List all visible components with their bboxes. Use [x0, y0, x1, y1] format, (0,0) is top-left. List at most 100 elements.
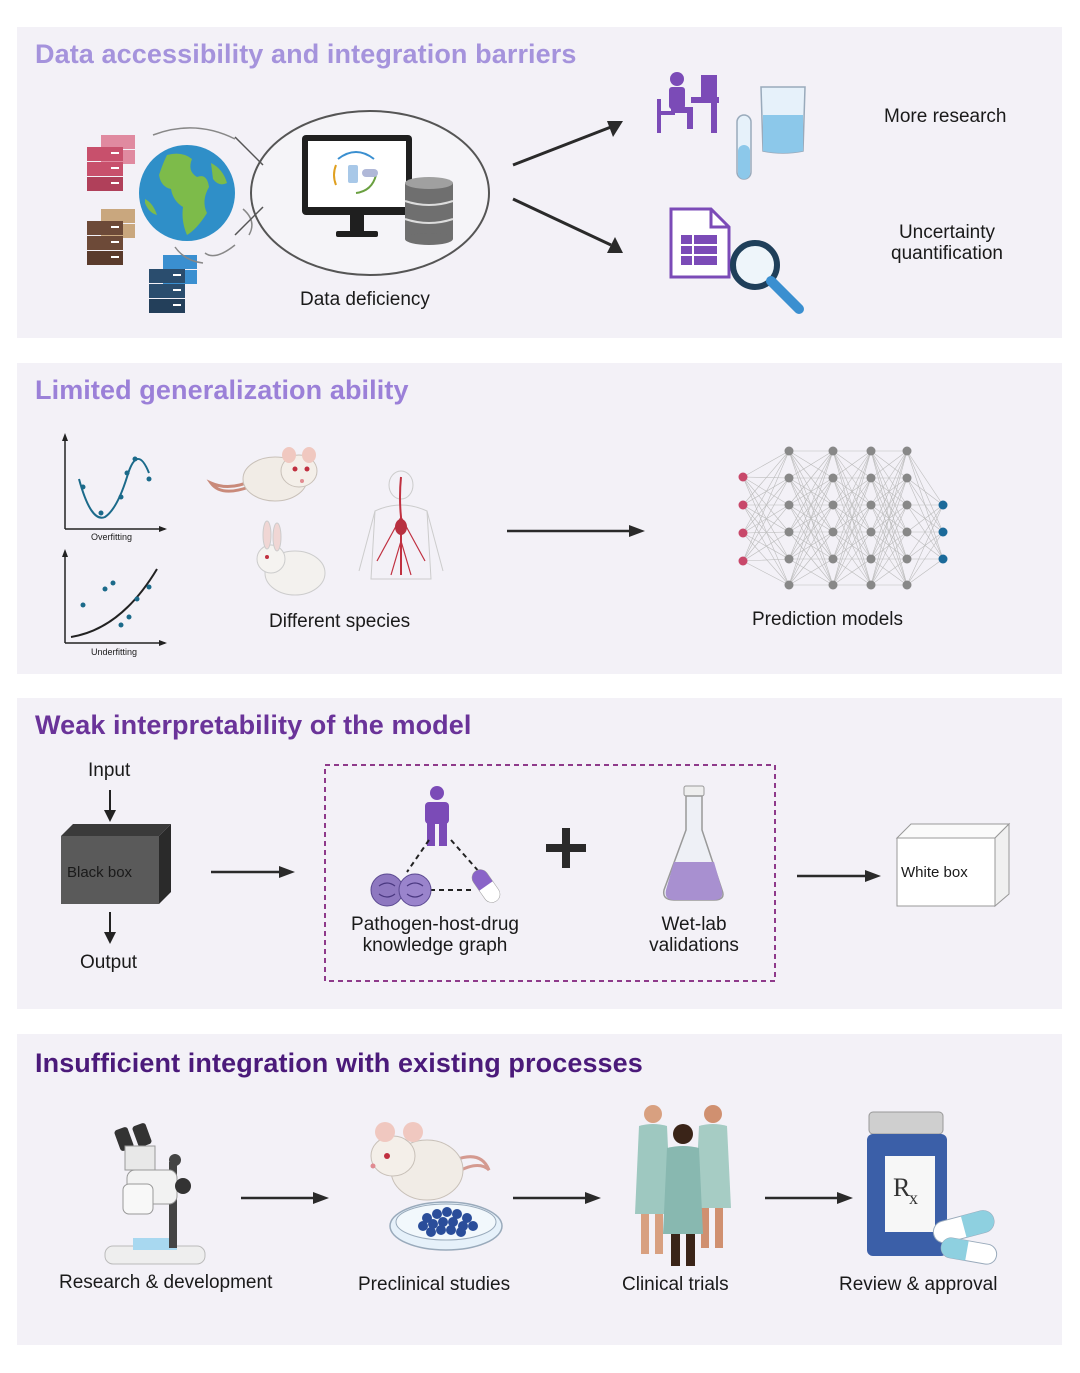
network-node [828, 500, 838, 510]
rabbit-icon [256, 520, 326, 596]
server-icon [87, 135, 135, 191]
label-wet-lab: Wet-lab validations [649, 914, 739, 956]
label-prediction-models: Prediction models [752, 609, 904, 630]
label-clinical: Clinical trials [622, 1274, 729, 1295]
panel-data-accessibility: Data accessibility and integration barri… [17, 27, 1062, 338]
network-node [902, 527, 912, 537]
network-node [738, 528, 748, 538]
label-more-research: More research [884, 106, 1007, 127]
arrow-to-clinical [513, 1192, 601, 1204]
panel-title: Limited generalization ability [35, 375, 409, 405]
pill-bottle-icon: R x [867, 1111, 998, 1265]
label-knowledge-graph: Pathogen-host-drug knowledge graph [351, 914, 519, 956]
panel-integration: Insufficient integration with existing p… [17, 1034, 1062, 1345]
network-node [938, 527, 948, 537]
beaker-icon [760, 86, 806, 154]
network-node [938, 500, 948, 510]
svg-text:R: R [893, 1173, 911, 1202]
network-node [866, 446, 876, 456]
network-node [866, 473, 876, 483]
label-underfitting: Underfitting [91, 647, 138, 657]
person-icon [425, 786, 449, 846]
label-input: Input [88, 760, 131, 781]
neural-network-icon [738, 446, 948, 590]
globe-icon [139, 145, 235, 241]
human-anatomy-icon [358, 470, 444, 580]
arrow-to-preclinical [241, 1192, 329, 1204]
network-node [784, 473, 794, 483]
magnifier-icon [730, 240, 804, 314]
panel-title: Weak interpretability of the model [35, 710, 472, 740]
capsule-icon [471, 869, 501, 903]
arrow-to-models [507, 525, 645, 537]
network-node [902, 580, 912, 590]
connector-lines [234, 136, 264, 236]
network-node [784, 554, 794, 564]
network-node [784, 500, 794, 510]
network-node [738, 500, 748, 510]
petri-dish-icon [389, 1201, 503, 1251]
network-node [784, 446, 794, 456]
arrow-to-white-box [797, 870, 881, 882]
researcher-icon [657, 72, 719, 133]
label-data-deficiency: Data deficiency [300, 289, 430, 310]
panel-generalization: Limited generalization ability Overfitti… [17, 363, 1062, 674]
database-icon [404, 177, 454, 245]
label-white-box: White box [901, 864, 968, 881]
arrow-to-knowledge [211, 866, 295, 878]
network-node [828, 580, 838, 590]
label-preclinical: Preclinical studies [358, 1274, 511, 1295]
monitor-icon [302, 135, 412, 237]
sync-arrows-icon [152, 127, 253, 264]
network-node [902, 473, 912, 483]
network-node [866, 554, 876, 564]
server-icon [87, 209, 135, 265]
label-research: Research & development [59, 1272, 273, 1293]
label-output: Output [80, 952, 138, 973]
white-box-icon [895, 822, 1011, 908]
panel-title: Insufficient integration with existing p… [35, 1048, 643, 1078]
rat-icon [206, 447, 318, 502]
network-node [902, 554, 912, 564]
graph-edges [406, 839, 482, 891]
overfitting-plot [62, 433, 167, 532]
label-black-box: Black box [67, 864, 133, 881]
network-node [828, 446, 838, 456]
flask-icon [662, 785, 724, 901]
mouse-icon [370, 1122, 491, 1201]
arrow-to-research [512, 121, 623, 167]
pathogen-icon [370, 873, 432, 907]
black-box-icon [61, 824, 171, 904]
underfitting-plot [62, 549, 167, 646]
label-review: Review & approval [839, 1274, 998, 1295]
arrow-to-uncertainty [512, 197, 623, 253]
network-node [828, 473, 838, 483]
document-icon [669, 207, 731, 279]
network-node [784, 527, 794, 537]
network-node [784, 580, 794, 590]
test-tube-icon [736, 114, 752, 180]
network-node [938, 554, 948, 564]
output-arrow [104, 912, 116, 944]
network-node [828, 527, 838, 537]
panel-interpretability: Weak interpretability of the model Input… [17, 698, 1062, 1009]
network-node [738, 472, 748, 482]
dashed-frame [324, 764, 776, 982]
network-node [902, 446, 912, 456]
network-node [828, 554, 838, 564]
network-node [866, 527, 876, 537]
patients-icon [635, 1105, 731, 1266]
microscope-icon [104, 1123, 206, 1265]
label-overfitting: Overfitting [91, 532, 133, 542]
svg-text:x: x [909, 1188, 918, 1208]
network-node [902, 500, 912, 510]
network-node [738, 556, 748, 566]
panel-title: Data accessibility and integration barri… [35, 39, 577, 69]
network-node [866, 580, 876, 590]
plus-icon [546, 828, 586, 868]
input-arrow [104, 790, 116, 822]
label-uncertainty: Uncertainty quantification [891, 222, 1003, 264]
arrow-to-review [765, 1192, 853, 1204]
network-node [866, 500, 876, 510]
server-icon [149, 255, 197, 313]
